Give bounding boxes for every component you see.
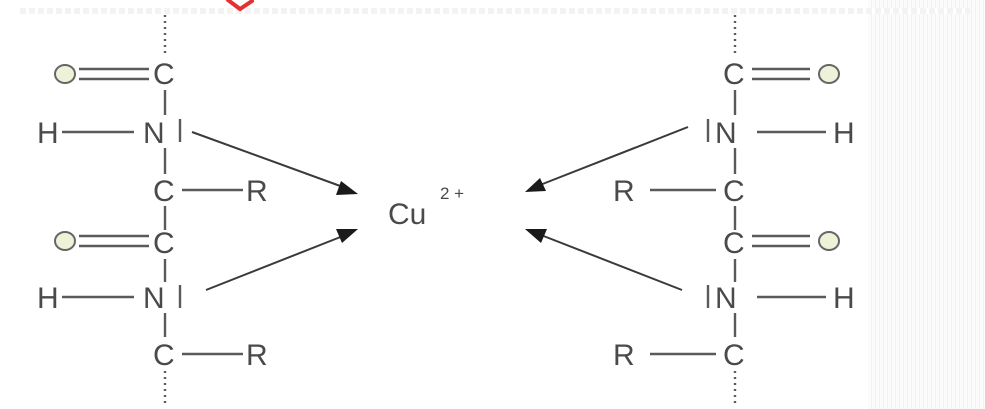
arrow-left-lower-shaft — [205, 235, 344, 291]
left-hydrogen-2: H — [37, 282, 59, 315]
right-oxygen-1 — [818, 64, 840, 84]
arrow-right-lower-head — [525, 229, 547, 243]
right-hydrogen-1: H — [833, 117, 855, 150]
left-carbonyl-carbon-1: C — [153, 58, 175, 91]
left-side-chain-2: R — [246, 339, 268, 372]
right-carbonyl-carbon-2: C — [723, 227, 745, 260]
watermark-mark — [226, 0, 254, 12]
copper-charge: 2 + — [440, 184, 464, 203]
copper-ion: Cu 2 + — [388, 184, 464, 231]
arrow-right-upper-head — [525, 178, 546, 192]
right-carbonyl-carbon-1: C — [723, 58, 745, 91]
right-oxygen-2 — [818, 231, 840, 251]
left-nitrogen-1: N — [143, 117, 165, 150]
left-hydrogen-1: H — [37, 117, 59, 150]
watermark-logo — [226, 0, 254, 12]
background-texture — [868, 0, 985, 409]
copper-symbol: Cu — [388, 198, 426, 231]
arrow-right-upper-shaft — [539, 126, 689, 186]
left-carbonyl-carbon-2: C — [153, 227, 175, 260]
arrow-left-upper-shaft — [191, 131, 344, 188]
right-side-chain-1: R — [613, 175, 635, 208]
left-oxygen-2 — [54, 231, 76, 251]
right-alpha-carbon-1: C — [723, 175, 745, 208]
arrow-right-lower-shaft — [540, 234, 683, 291]
arrow-left-lower-head — [336, 229, 358, 243]
left-oxygen-1 — [54, 64, 76, 84]
right-nitrogen-2: N — [715, 282, 737, 315]
arrow-left-upper-head — [336, 181, 358, 195]
left-peptide-chain: C H N C R C H N — [37, 15, 268, 405]
right-side-chain-2: R — [613, 339, 635, 372]
right-nitrogen-1: N — [715, 117, 737, 150]
right-alpha-carbon-2: C — [723, 339, 745, 372]
top-band — [20, 8, 970, 14]
left-nitrogen-2: N — [143, 282, 165, 315]
left-alpha-carbon-2: C — [153, 339, 175, 372]
right-hydrogen-2: H — [833, 282, 855, 315]
right-peptide-chain: C N H R C C N H — [613, 15, 855, 405]
coordination-arrows — [191, 126, 689, 291]
left-side-chain-1: R — [246, 175, 268, 208]
left-alpha-carbon-1: C — [153, 175, 175, 208]
